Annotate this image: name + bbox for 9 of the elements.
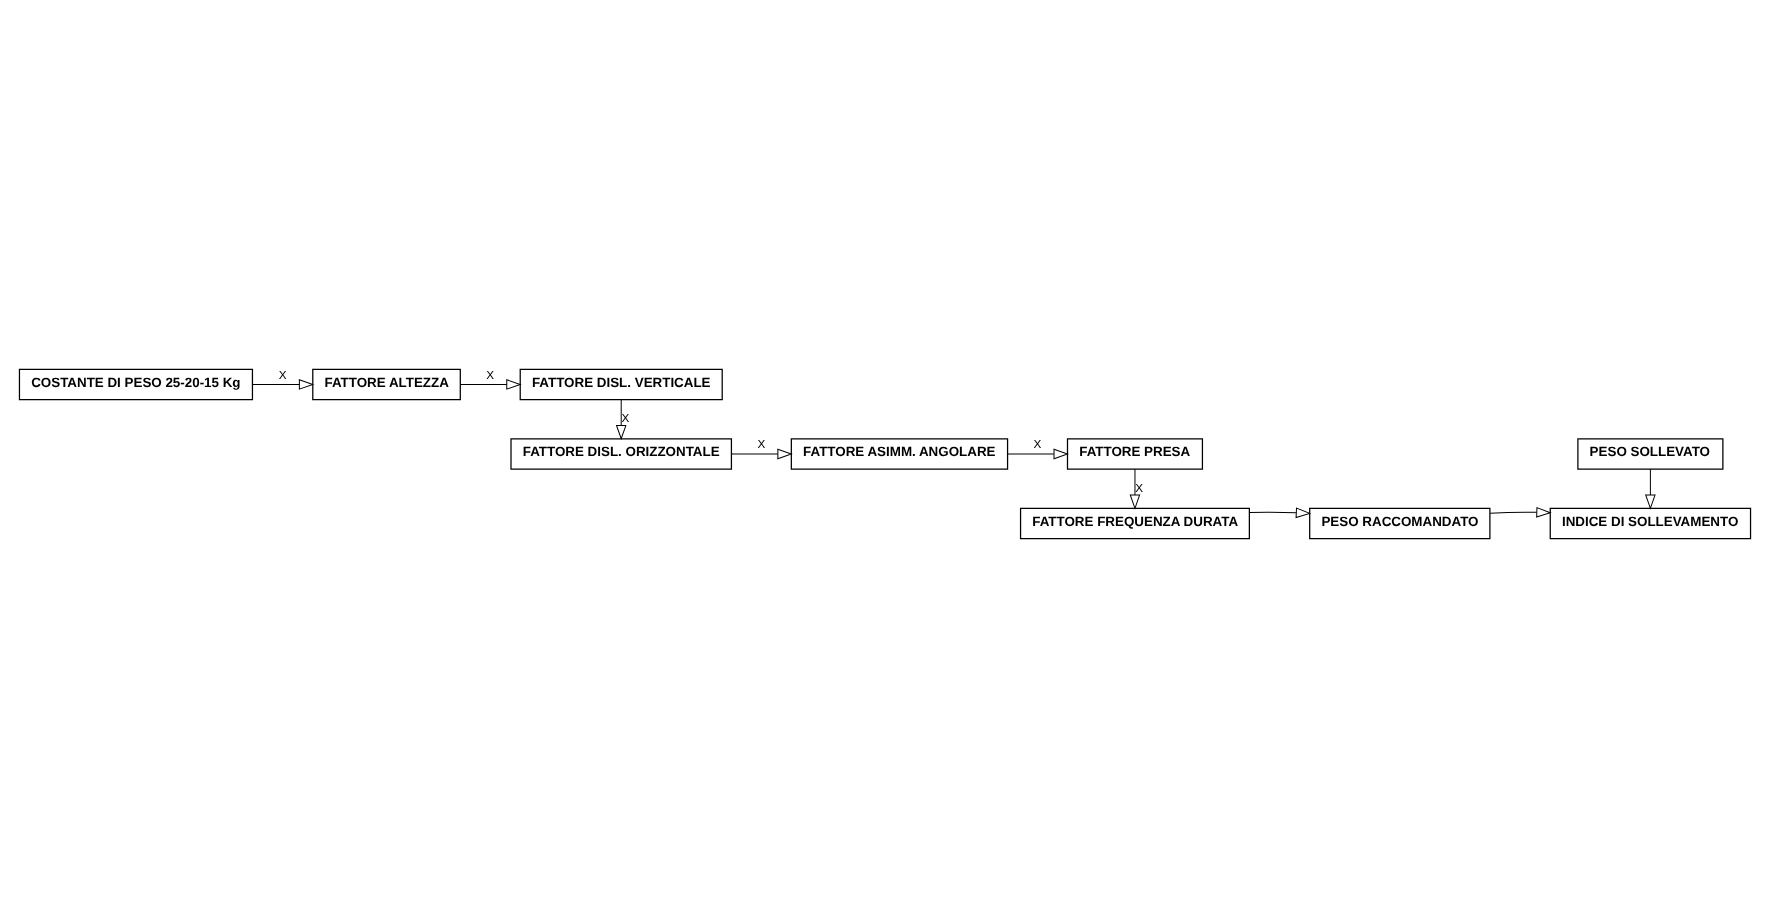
arrow [1007,448,1069,460]
arrow [459,379,522,390]
arrow [252,379,315,390]
arrow [1489,506,1552,518]
arrow [615,399,627,441]
arrow [1249,507,1312,519]
arrow [731,448,793,460]
arrow [1645,468,1656,510]
arrow [1129,468,1141,510]
